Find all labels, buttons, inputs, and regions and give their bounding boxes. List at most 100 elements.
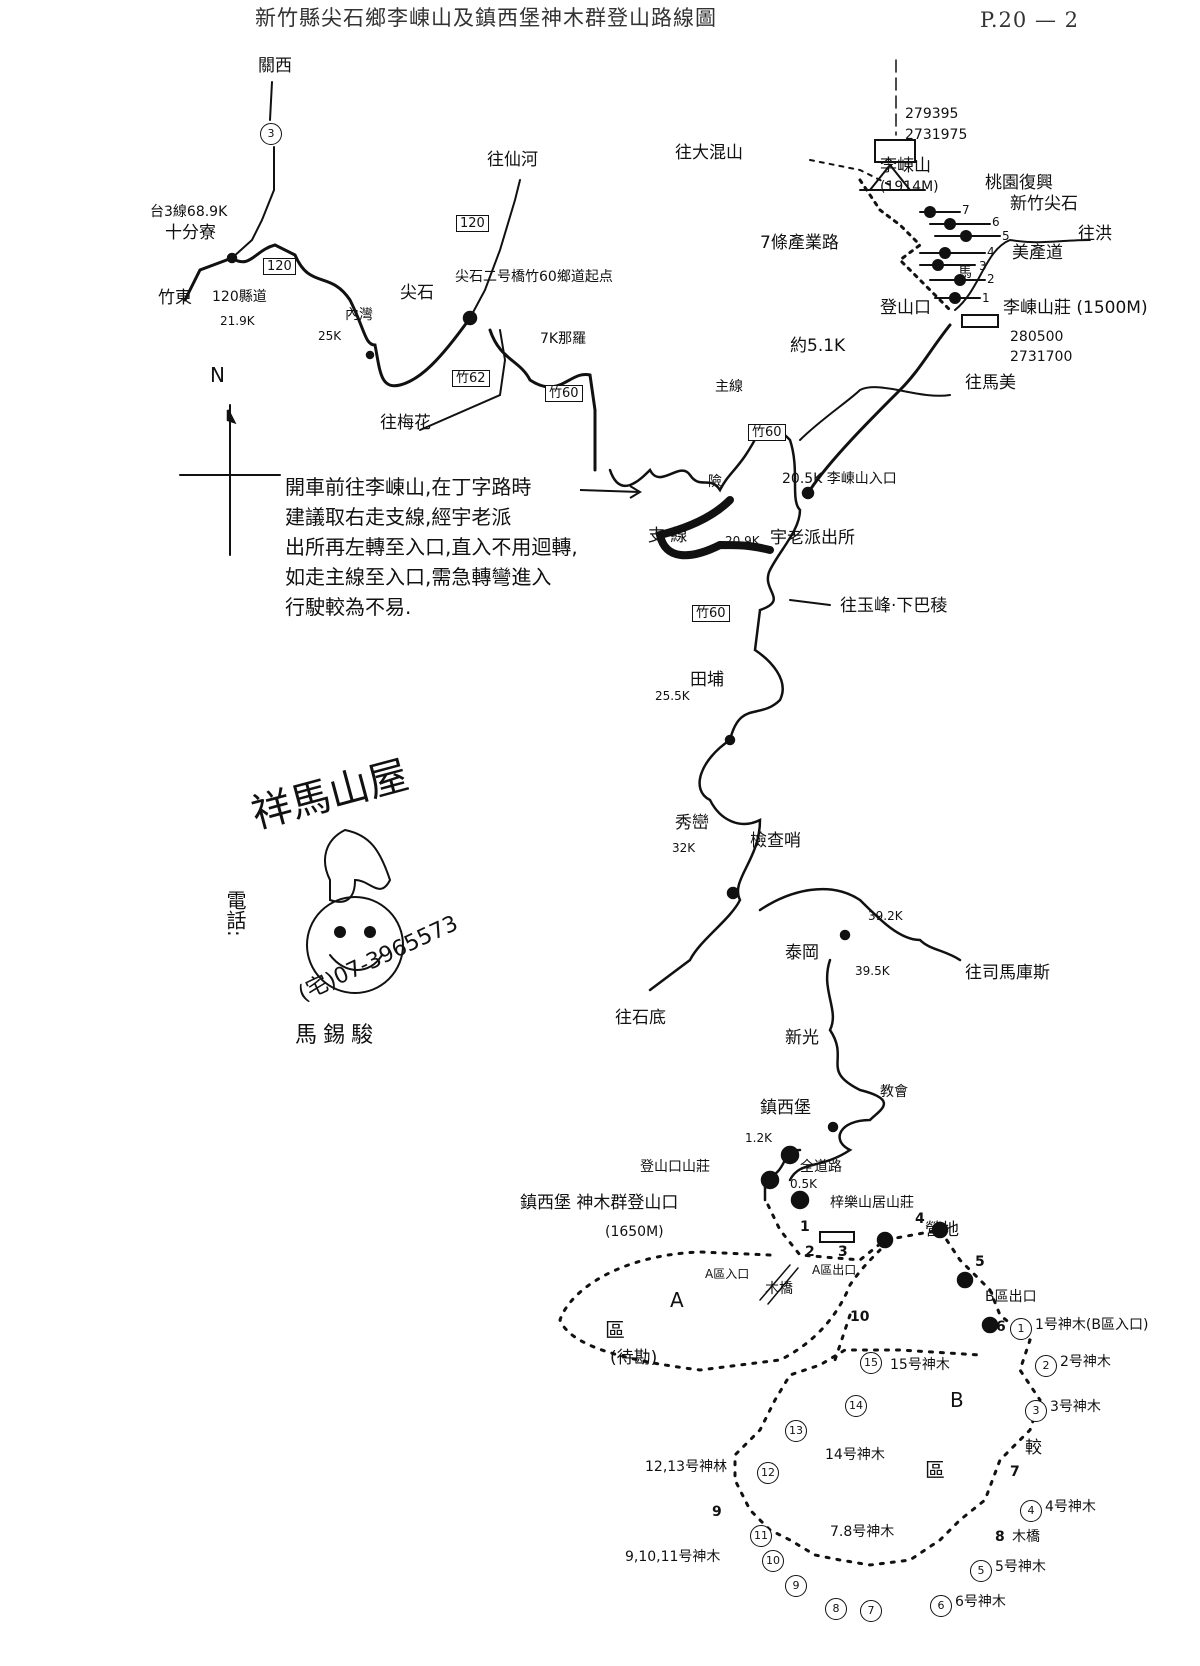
tree-number: 5 xyxy=(970,1560,992,1582)
stream-crossing-num: 1 xyxy=(800,1219,810,1235)
label-bridge-8: 木橋 xyxy=(1012,1529,1040,1545)
road-zhu60 xyxy=(488,328,597,472)
label-mamei: 往馬美 xyxy=(965,373,1016,393)
tree-marker: 1 xyxy=(1010,1318,1032,1340)
label-dahun: 往大混山 xyxy=(675,143,743,163)
road-sign-120: 120 xyxy=(263,258,296,275)
tree-number: 6 xyxy=(930,1595,952,1617)
road-lidong-branch xyxy=(799,386,951,441)
stream-crossing-num: 9 xyxy=(712,1504,722,1520)
stream-crossing-num: 10 xyxy=(850,1309,870,1325)
road-sign-zhu62: 竹62 xyxy=(452,370,490,387)
label-shidi: 往石底 xyxy=(615,1008,666,1028)
road-num: 3 xyxy=(979,259,987,273)
coord-peak-x: 279395 xyxy=(905,106,959,122)
label-smangus: 往司馬庫斯 xyxy=(965,963,1050,983)
tree-number: 3 xyxy=(1025,1400,1047,1422)
label-km219: 21.9K xyxy=(220,314,255,328)
tree-number: 11 xyxy=(750,1525,772,1547)
stream-crossing-num: 6 xyxy=(996,1319,1006,1335)
tree-marker: 5 xyxy=(970,1560,992,1582)
note-line: 行駛較為不易. xyxy=(285,595,412,619)
lidong-trail xyxy=(858,178,952,312)
label-danger: 險 xyxy=(708,474,722,490)
map-title: 新竹縣尖石鄉李崠山及鎮西堡神木群登山路線圖 xyxy=(255,6,717,30)
label-tree78: 7.8号神木 xyxy=(830,1524,895,1540)
label-hsinchu: 新竹尖石 xyxy=(1010,194,1078,214)
label-a-in: A區入口 xyxy=(705,1267,750,1281)
label-zone-b: B xyxy=(950,1388,964,1412)
coord-lodge-y: 2731700 xyxy=(1010,349,1073,365)
label-tree15: 15号神木 xyxy=(890,1357,950,1373)
road-num: 1 xyxy=(982,291,990,305)
label-naluo: 7K那羅 xyxy=(540,331,587,347)
stream-crossing-num: 4 xyxy=(915,1211,925,1227)
label-taigang: 泰岡 xyxy=(785,943,819,963)
label-hong: 往洪 xyxy=(1078,224,1112,244)
note-line: 建議取右走支線,經宇老派 xyxy=(285,505,512,529)
road-num: 4 xyxy=(987,245,995,259)
label-county120: 120縣道 xyxy=(212,289,267,305)
tree-marker: 6 xyxy=(930,1595,952,1617)
stream-crossing-num: 5 xyxy=(975,1254,985,1270)
label-shifenliao: 十分寮 xyxy=(165,223,216,243)
label-police: 宇老派出所 xyxy=(770,528,855,548)
tree-marker: 15 xyxy=(860,1352,882,1374)
label-church: 教會 xyxy=(880,1084,908,1100)
road-sign-zhu60: 竹60 xyxy=(545,385,583,402)
label-tree3: 3号神木 xyxy=(1050,1399,1101,1415)
label-km05: 0.5K xyxy=(790,1177,817,1191)
label-tianpu: 田埔 xyxy=(690,670,724,690)
label-zone-a-qu: 區 xyxy=(605,1318,625,1342)
label-peak-elev: (1914M) xyxy=(880,179,939,195)
stream-crossing-num: 3 xyxy=(838,1244,848,1260)
label-tree6: 6号神木 xyxy=(955,1594,1006,1610)
road-route-3 xyxy=(231,81,275,259)
lodge-icon xyxy=(961,314,999,328)
label-bridge: 尖石二号橋竹60鄉道起点 xyxy=(455,269,613,285)
road-to-xianhe xyxy=(469,179,521,319)
label-km209: 20.9K xyxy=(725,534,760,548)
tree-marker: 8 xyxy=(825,1598,847,1620)
stream-crossing-num: 7 xyxy=(1010,1464,1020,1480)
label-km255: 25.5K xyxy=(655,689,690,703)
label-zone-b-qu: 區 xyxy=(925,1458,945,1482)
road-num: 6 xyxy=(992,215,1000,229)
label-zhudong: 竹東 xyxy=(158,288,192,308)
tree-marker: 2 xyxy=(1035,1355,1057,1377)
tree-marker: 4 xyxy=(1020,1500,1042,1522)
road-branch-thick xyxy=(655,496,774,560)
tree-number: 10 xyxy=(762,1550,784,1572)
label-tree1: 1号神木(B區入口) xyxy=(1035,1317,1149,1333)
label-road: 全道路 xyxy=(800,1159,842,1175)
road-num: 7 xyxy=(962,203,970,217)
label-peak: 李崠山 xyxy=(880,156,931,176)
label-neiwan: 內灣 xyxy=(345,307,373,323)
tree-marker: 12 xyxy=(757,1462,779,1484)
label-taoyuan: 桃園復興 xyxy=(985,173,1053,193)
label-trailhead-zxb: 鎮西堡 神木群登山口 xyxy=(520,1193,679,1213)
north-label: N xyxy=(210,363,225,387)
note-line: 出所再左轉至入口,直入不用迴轉, xyxy=(285,535,578,559)
label-compare: 較 xyxy=(1025,1438,1042,1458)
tree-number: 2 xyxy=(1035,1355,1057,1377)
note-line: 如走主線至入口,需急轉彎進入 xyxy=(285,565,552,589)
road-num: 5 xyxy=(1002,229,1010,243)
label-km32: 32K xyxy=(672,841,696,855)
tree-number: 13 xyxy=(785,1420,807,1442)
label-a-out: A區出口 xyxy=(812,1263,857,1277)
road-zhu62 xyxy=(419,329,507,431)
label-tree14: 14号神木 xyxy=(825,1447,885,1463)
tree-number: 14 xyxy=(845,1395,867,1417)
tree-number: 1 xyxy=(1010,1318,1032,1340)
north-arrow xyxy=(179,404,281,556)
road-to-zhudong xyxy=(183,256,234,302)
coord-peak-y: 2731975 xyxy=(905,127,968,143)
label-km395: 39.5K xyxy=(855,964,890,978)
label-b-out: B區出口 xyxy=(985,1289,1037,1305)
road-hairpins xyxy=(608,424,802,572)
note-line: 開車前往李崠山,在丁字路時 xyxy=(285,475,532,499)
tree-number: 7 xyxy=(860,1600,882,1622)
label-xiuluan: 秀巒 xyxy=(675,813,709,833)
tree-number: 4 xyxy=(1020,1500,1042,1522)
